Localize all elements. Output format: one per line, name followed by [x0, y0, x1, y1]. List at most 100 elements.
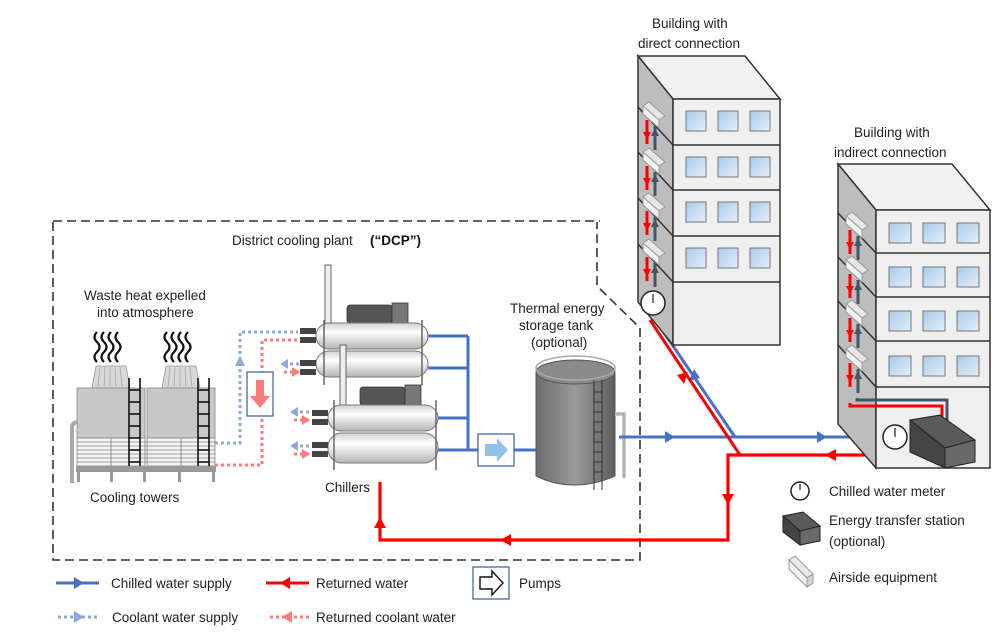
supply-arrow-icon [651, 174, 659, 182]
direct-bldg-return-riser [648, 319, 742, 456]
window [922, 355, 946, 377]
return-arrow-icon [722, 494, 734, 505]
window [685, 201, 707, 223]
return-arrow-icon [643, 223, 651, 231]
supply-arrow-icon [854, 282, 862, 290]
bldg-direct-label-2: direct connection [638, 36, 740, 51]
svg-text:Returned coolant water: Returned coolant water [316, 610, 456, 625]
bldg-indirect-label-2: indirect connection [834, 145, 947, 160]
window [922, 222, 946, 244]
return-arrow-icon [643, 132, 651, 140]
return-arrow-icon [846, 286, 854, 294]
svg-text:Energy transfer station: Energy transfer station [829, 513, 965, 528]
window [922, 310, 946, 332]
supply-arrow-icon [854, 371, 862, 379]
svg-text:(optional): (optional) [829, 534, 885, 549]
legend-returned-water [266, 577, 309, 589]
window [685, 110, 707, 132]
window [685, 156, 707, 178]
window [749, 247, 771, 269]
supply-arrow-icon [854, 238, 862, 246]
return-arrow-icon [643, 269, 651, 277]
waste-heat-label-1: Waste heat expelled [84, 288, 206, 303]
bldg-indirect-label-1: Building with [854, 125, 930, 140]
tes-label-1: Thermal energy [510, 301, 605, 316]
legend-airside-equipment [788, 555, 814, 589]
airside-equipment-icon [845, 255, 869, 284]
svg-text:Chilled water meter: Chilled water meter [829, 484, 946, 499]
airside-equipment-icon [642, 192, 666, 221]
svg-text:Returned water: Returned water [316, 576, 409, 591]
window [956, 222, 980, 244]
window [717, 110, 739, 132]
chillers-icon [300, 264, 439, 470]
return-arrow-icon [846, 375, 854, 383]
svg-text:Chilled water supply: Chilled water supply [111, 576, 232, 591]
window [749, 201, 771, 223]
svg-text:Coolant water supply: Coolant water supply [112, 610, 238, 625]
airside-equipment-icon [642, 101, 666, 130]
window [717, 156, 739, 178]
supply-arrow-icon [689, 369, 700, 381]
supply-arrow-icon [854, 326, 862, 334]
return-arrow-icon [500, 534, 511, 546]
svg-text:Pumps: Pumps [519, 576, 561, 591]
window [956, 266, 980, 288]
window [685, 247, 707, 269]
bldg-direct-label-1: Building with [652, 16, 728, 31]
waste-heat-label-2: into atmosphere [97, 305, 194, 320]
legend-energy-transfer-station [781, 511, 822, 547]
dcp-title-abbrev: (“DCP”) [370, 233, 421, 248]
building-indirect-connection [836, 161, 992, 471]
return-arrow-icon [825, 449, 836, 461]
coolant-supply-arrow-icon [235, 356, 245, 366]
thermal-storage-tank-icon [535, 355, 626, 490]
supply-arrow-icon [651, 219, 659, 227]
legend: Chilled water supply Returned water Pump… [56, 481, 965, 625]
tes-label-3: (optional) [531, 335, 587, 350]
legend-pumps [472, 566, 510, 600]
airside-equipment-icon [845, 211, 869, 240]
legend-coolant-water-supply [58, 611, 98, 623]
return-arrow-icon [374, 517, 386, 528]
window [888, 222, 912, 244]
legend-chilled-water-supply [56, 577, 99, 589]
supply-arrow-icon [665, 431, 675, 443]
supply-arrow-icon [651, 265, 659, 273]
heat-waves-icon [93, 331, 192, 363]
window [888, 266, 912, 288]
tes-label-2: storage tank [519, 318, 594, 333]
window [922, 266, 946, 288]
svg-text:Airside equipment: Airside equipment [829, 570, 937, 585]
chilled-water-pump-arrow-icon [485, 438, 508, 462]
dcp-boundary [52, 222, 641, 561]
airside-equipment-icon [845, 299, 869, 328]
window [717, 201, 739, 223]
coolant-supply-pipe [215, 330, 298, 445]
return-arrow-icon [846, 242, 854, 250]
legend-returned-coolant-water [270, 611, 310, 623]
dcp-title: District cooling plant [232, 233, 353, 248]
window [717, 247, 739, 269]
legend-chilled-water-meter [790, 481, 810, 501]
window [749, 110, 771, 132]
window [888, 355, 912, 377]
window [956, 310, 980, 332]
return-arrow-icon [677, 372, 688, 384]
cooling-towers-icon [70, 365, 216, 483]
supply-arrow-icon [817, 431, 827, 443]
cooling-towers-label: Cooling towers [90, 490, 180, 505]
return-arrow-icon [643, 178, 651, 186]
return-arrow-icon [846, 330, 854, 338]
chiller-coolant-connections [280, 359, 310, 459]
supply-arrow-icon [651, 128, 659, 136]
window [888, 310, 912, 332]
building-direct-connection [636, 53, 782, 348]
airside-equipment-icon [642, 147, 666, 176]
coolant-pump-arrow-icon [250, 380, 270, 408]
airside-equipment-icon [845, 344, 869, 373]
airside-equipment-icon [642, 238, 666, 267]
chillers-label: Chillers [325, 480, 370, 495]
window [749, 156, 771, 178]
